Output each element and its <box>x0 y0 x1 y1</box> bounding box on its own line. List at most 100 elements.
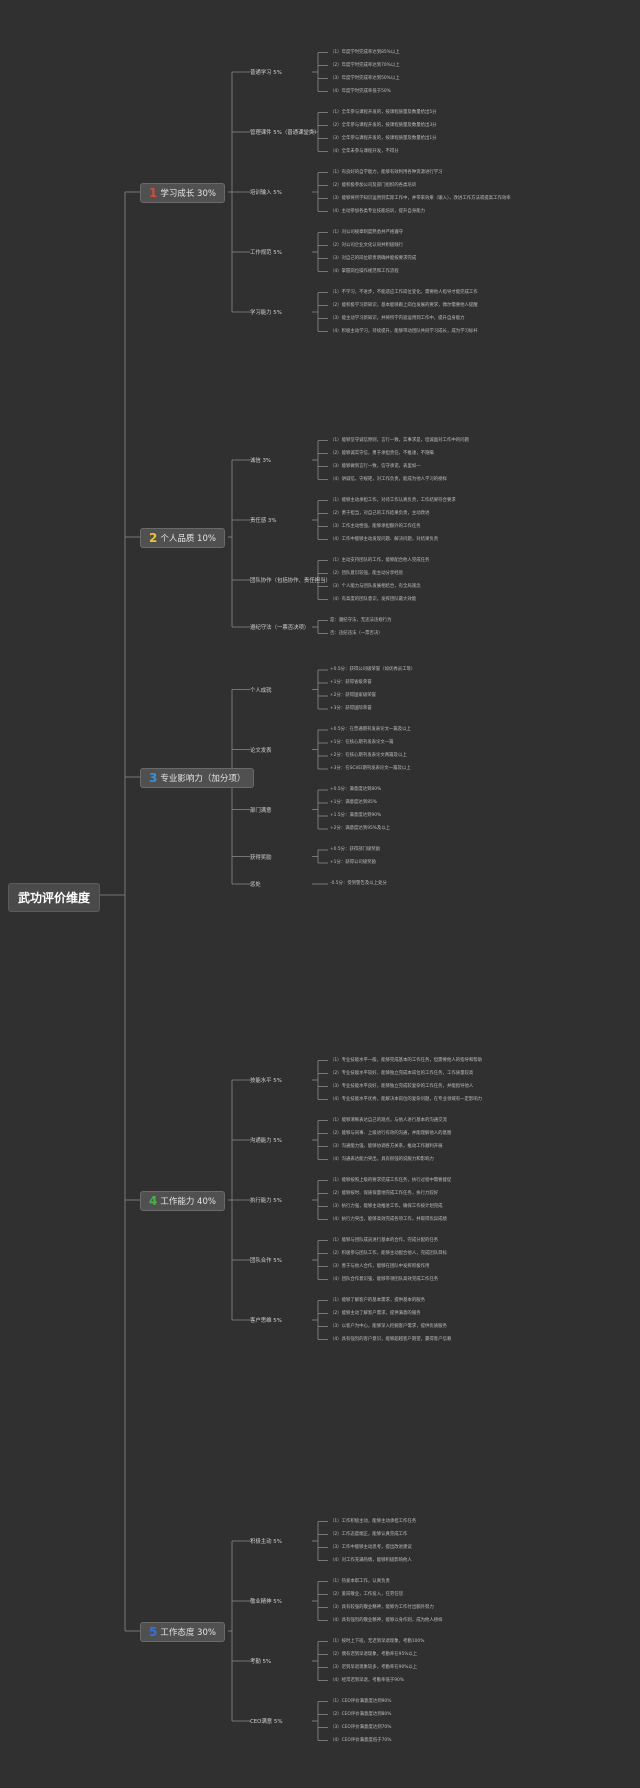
leaf-item: （1）有良好的自学能力，能够有效利用各种资源进行学习 <box>330 169 443 175</box>
leaf-item: （2）能积极参加公司及部门组织的各类培训 <box>330 182 417 188</box>
leaf-item: （3）对自己的岗位职责明确并能按要求完成 <box>330 255 417 261</box>
leaf-item: （2）对公司企业文化认同并积极践行 <box>330 242 404 248</box>
section-number-badge: 5 <box>149 1625 158 1639</box>
category-node[interactable]: 沟通能力 5% <box>250 1138 282 1144</box>
leaf-item: （1）年度学时完成率达到85%以上 <box>330 49 400 55</box>
leaf-item: （3）执行力强，能够主动推进工作，确保工作按计划完成 <box>330 1203 443 1209</box>
leaf-item: （1）全年参与课程开发的，按课程质量及数量给出5分 <box>330 109 437 115</box>
leaf-item: +1.5分：满意度达到90% <box>330 813 382 818</box>
leaf-item: （4）CEO评价满意度低于70% <box>330 1737 392 1743</box>
leaf-item: （4）经常迟到早退，考勤率低于90% <box>330 1677 405 1683</box>
category-node[interactable]: 执行能力 5% <box>250 1198 282 1204</box>
leaf-item: （3）工作主动性强，能够承担额外的工作任务 <box>330 523 421 529</box>
leaf-item: （1）不学习，不进步，不能适应工作岗位变化，需要他人指导才能完成工作 <box>330 289 478 295</box>
leaf-item: （3）年度学时完成率达到50%以上 <box>330 75 400 81</box>
leaf-item: （2）CEO评价满意度达到80% <box>330 1711 392 1717</box>
leaf-item: （2）专业技能水平较好，能够独立完成本岗位的工作任务，工作质量较高 <box>330 1070 474 1076</box>
category-node[interactable]: 培训输入 5% <box>250 190 282 196</box>
leaf-item: （1）对公司规章制度熟悉并严格遵守 <box>330 229 404 235</box>
leaf-item: （3）能主动学习新知识，并将所学内容运用到工作中，提升自身能力 <box>330 315 465 321</box>
section-label: 工作态度 30% <box>160 1628 216 1638</box>
leaf-item: +0.5分：在普通期刊发表论文一篇及以上 <box>330 727 411 732</box>
category-node[interactable]: 学习能力 5% <box>250 310 282 316</box>
leaf-item: （4）具有强烈的客户意识，能够超越客户期望，赢得客户信赖 <box>330 1336 452 1342</box>
category-node[interactable]: 诚信 3% <box>250 458 272 464</box>
leaf-item: +0.5分：获得公司级荣誉（如优秀员工等） <box>330 667 416 672</box>
leaf-item: （4）执行力突出，能够高效完成各项工作，并取得优异成绩 <box>330 1216 447 1222</box>
category-node[interactable]: 个人成就 <box>250 687 272 694</box>
category-node[interactable]: 普通学习 5% <box>250 70 282 76</box>
leaf-item: （4）沟通表达能力突出，具有很强的说服力和影响力 <box>330 1156 434 1162</box>
leaf-item: 否：违纪违法（一票否决） <box>330 630 383 636</box>
category-node[interactable]: 遵纪守法（一票否决项） <box>250 625 310 631</box>
leaf-item: （2）爱岗敬业，工作投入，任劳任怨 <box>330 1591 404 1597</box>
section-number-badge: 2 <box>149 531 158 545</box>
category-node[interactable]: 团队合作 5% <box>250 1258 282 1264</box>
leaf-item: （2）工作态度端正，能够认真完成工作 <box>330 1531 408 1537</box>
leaf-item: +1分：在核心期刊发表论文一篇 <box>330 740 394 745</box>
leaf-item: +3分：在SCI/EI期刊发表论文一篇及以上 <box>330 766 411 771</box>
category-node[interactable]: 考勤 5% <box>250 1659 272 1665</box>
leaf-item: （2）年度学时完成率达到70%以上 <box>330 62 400 68</box>
leaf-item: （4）年度学时完成率低于50% <box>330 88 391 94</box>
leaf-item: （1）能够主动承担工作，对待工作认真负责，工作结果符合要求 <box>330 497 456 503</box>
root-title: 武功评价维度 <box>18 891 91 905</box>
leaf-item: （2）勇于担当，对自己的工作结果负责，主动改进 <box>330 510 430 516</box>
category-node[interactable]: 管理课件 5%（普通课堂类） <box>250 130 320 136</box>
category-node[interactable]: 技能水平 5% <box>250 1078 282 1084</box>
leaf-item: （3）迟到早退现象较多，考勤率在90%以上 <box>330 1664 418 1670</box>
category-node[interactable]: 责任感 3% <box>250 518 277 524</box>
leaf-item: +2分：在核心期刊发表论文两篇及以上 <box>330 753 407 758</box>
leaf-item: +1分：满意度达到85% <box>330 800 377 805</box>
leaf-item: 是：遵纪守法，无违法违规行为 <box>330 617 392 623</box>
category-node[interactable]: 部门满意 <box>250 807 272 814</box>
root-node[interactable]: 武功评价维度 <box>8 883 101 912</box>
leaf-item: -0.5分：受到警告及以上处分 <box>330 881 387 886</box>
leaf-item: （3）全年参与课程开发的，按课程质量及数量给出1分 <box>330 135 437 141</box>
category-node[interactable]: 论文发表 <box>250 747 272 754</box>
leaf-item: （2）偶有迟到早退现象，考勤率在95%以上 <box>330 1651 418 1657</box>
leaf-item: （3）具有较强的敬业精神，能够为工作付出额外努力 <box>330 1604 434 1610</box>
section-label: 专业影响力（加分项） <box>160 774 246 784</box>
leaf-item: （1）能够了解客户的基本需求，提供基本的服务 <box>330 1297 425 1303</box>
leaf-item: +0.5分：获得部门级奖励 <box>330 847 381 852</box>
leaf-item: （2）能积极学习新知识，基本能够跟上岗位发展的要求，偶尔需要他人提醒 <box>330 302 478 308</box>
category-node[interactable]: CEO满意 5% <box>250 1719 283 1725</box>
leaf-item: （1）工作积极主动，能够主动承担工作任务 <box>330 1518 417 1524</box>
section-label: 个人品质 10% <box>160 534 216 544</box>
category-node[interactable]: 惩处 <box>250 882 261 888</box>
leaf-item: +3分：获得国际荣誉 <box>330 706 372 711</box>
category-node[interactable]: 积极主动 5% <box>250 1539 282 1545</box>
leaf-item: （3）善于与他人合作，能够在团队中发挥积极作用 <box>330 1263 430 1269</box>
leaf-item: （1）主动支持团队的工作，能够配合他人完成任务 <box>330 557 430 563</box>
leaf-item: （1）能够按照上级的要求完成工作任务，执行过程中需要督促 <box>330 1177 452 1183</box>
section-number-badge: 4 <box>149 1194 158 1208</box>
leaf-item: （3）能够做到言行一致，信守承诺，表里如一 <box>330 463 421 469</box>
leaf-item: （2）积极参与团队工作，能够主动配合他人，完成团队目标 <box>330 1250 447 1256</box>
category-node[interactable]: 获得奖励 <box>250 854 272 861</box>
leaf-item: （1）能够清晰表达自己的观点，与他人进行基本的沟通交流 <box>330 1117 447 1123</box>
leaf-item: （4）对工作充满热情，能够积极影响他人 <box>330 1557 412 1563</box>
leaf-item: （2）团队意识较强，能主动分享经验 <box>330 570 404 576</box>
leaf-item: （1）能够与团队成员进行基本的合作，完成分配的任务 <box>330 1237 439 1243</box>
category-node[interactable]: 客户思维 5% <box>250 1318 282 1324</box>
leaf-item: （4）讲诚信，守规矩，对工作负责，能成为他人学习的榜样 <box>330 476 447 482</box>
category-node[interactable]: 团队协作（包括协作、责任担当） <box>250 578 331 584</box>
leaf-item: （4）具有强烈的敬业精神，能够以身作则，成为他人榜样 <box>330 1617 443 1623</box>
leaf-item: （2）能够主动了解客户需求，提供满意的服务 <box>330 1310 421 1316</box>
leaf-item: （1）专业技能水平一般，能够完成基本的工作任务，但需要他人的指导和帮助 <box>330 1057 483 1063</box>
leaf-item: （3）工作中能够主动思考，提出改进建议 <box>330 1544 412 1550</box>
category-node[interactable]: 敬业精神 5% <box>250 1599 282 1605</box>
leaf-item: （4）有高度的团队意识，发挥团队最大效能 <box>330 596 417 602</box>
category-node[interactable]: 工作规范 5% <box>250 250 282 256</box>
leaf-item: （2）能够按时、保质保量地完成工作任务，执行力较好 <box>330 1190 439 1196</box>
leaf-item: （2）能够与同事、上级进行有效的沟通，并能理解他人的意图 <box>330 1130 452 1136</box>
leaf-item: （2）能够诚实守信，勇于承担责任，不推诿，不隐瞒 <box>330 450 434 456</box>
